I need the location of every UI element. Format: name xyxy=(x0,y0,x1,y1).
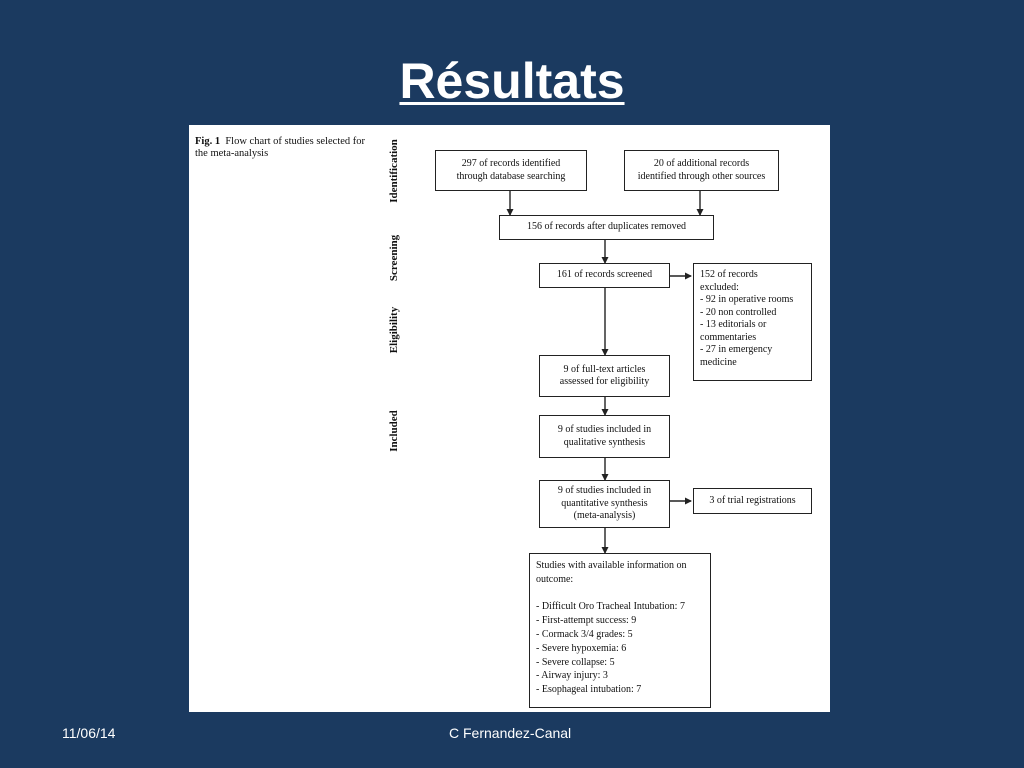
box-after-duplicates: 156 of records after duplicates removed xyxy=(499,215,714,240)
flow-chart-figure: Fig. 1 Flow chart of studies selected fo… xyxy=(189,125,830,712)
box-text-line: qualitative synthesis xyxy=(563,436,646,448)
flow-arrows xyxy=(506,191,704,554)
box-text-line: 156 of records after duplicates removed xyxy=(526,221,687,233)
box-text-line: - Cormack 3/4 grades: 5 xyxy=(536,628,633,640)
box-text-line: 20 of additional records xyxy=(653,158,750,169)
box-text-line: excluded: xyxy=(700,281,739,293)
box-text-line: 297 of records identified xyxy=(461,158,561,169)
figure-caption-text: Flow chart of studies selected for the m… xyxy=(195,136,366,159)
box-text-line: 161 of records screened xyxy=(556,269,653,281)
box-text-line xyxy=(536,587,704,601)
box-text-line: 3 of trial registrations xyxy=(709,494,796,506)
box-text-line: 9 of studies included in xyxy=(557,485,652,497)
box-text-line: commentaries xyxy=(700,331,757,343)
box-text-line: - Esophageal intubation: 7 xyxy=(536,684,642,696)
box-outcomes: Studies with available information on out… xyxy=(529,553,711,708)
box-text-line: - First-attempt success: 9 xyxy=(536,615,637,627)
box-text-line: - 27 in emergency xyxy=(700,344,773,355)
box-text-line: 9 of studies included in xyxy=(557,424,652,435)
figure-caption-label: Fig. 1 xyxy=(195,136,221,147)
figure-caption: Fig. 1 Flow chart of studies selected fo… xyxy=(195,136,370,160)
box-text-line: medicine xyxy=(700,356,737,368)
box-text-line: outcome: xyxy=(536,573,574,585)
footer-author: C Fernandez-Canal xyxy=(449,725,572,741)
box-text-line: - 92 in operative rooms xyxy=(700,294,794,305)
box-text-line: - Severe collapse: 5 xyxy=(536,656,615,668)
box-text-line: quantitative synthesis xyxy=(561,497,648,509)
box-text-line: - 20 non controlled xyxy=(700,306,777,318)
box-text-line: - Severe hypoxemia: 6 xyxy=(536,642,627,654)
box-text-line: assessed for eligibility xyxy=(559,376,650,387)
footer-date: 11/06/14 xyxy=(62,725,116,741)
box-text-line: - Difficult Oro Tracheal Intubation: 7 xyxy=(536,601,685,613)
slide-title: Résultats xyxy=(399,53,625,109)
box-text-line: identified through other sources xyxy=(637,170,766,182)
box-text-line: Studies with available information on xyxy=(536,560,687,571)
box-text-line: 152 of records xyxy=(700,269,758,280)
box-text-line: - 13 editorials or xyxy=(700,319,767,330)
box-text-line: - Airway injury: 3 xyxy=(536,670,608,682)
box-text-line: (meta-analysis) xyxy=(573,510,636,522)
box-trial-registrations: 3 of trial registrations xyxy=(693,488,812,514)
box-records-screened: 161 of records screened xyxy=(539,263,670,288)
box-text-line: through database searching xyxy=(456,170,566,182)
box-text-line: 9 of full-text articles xyxy=(563,363,646,375)
